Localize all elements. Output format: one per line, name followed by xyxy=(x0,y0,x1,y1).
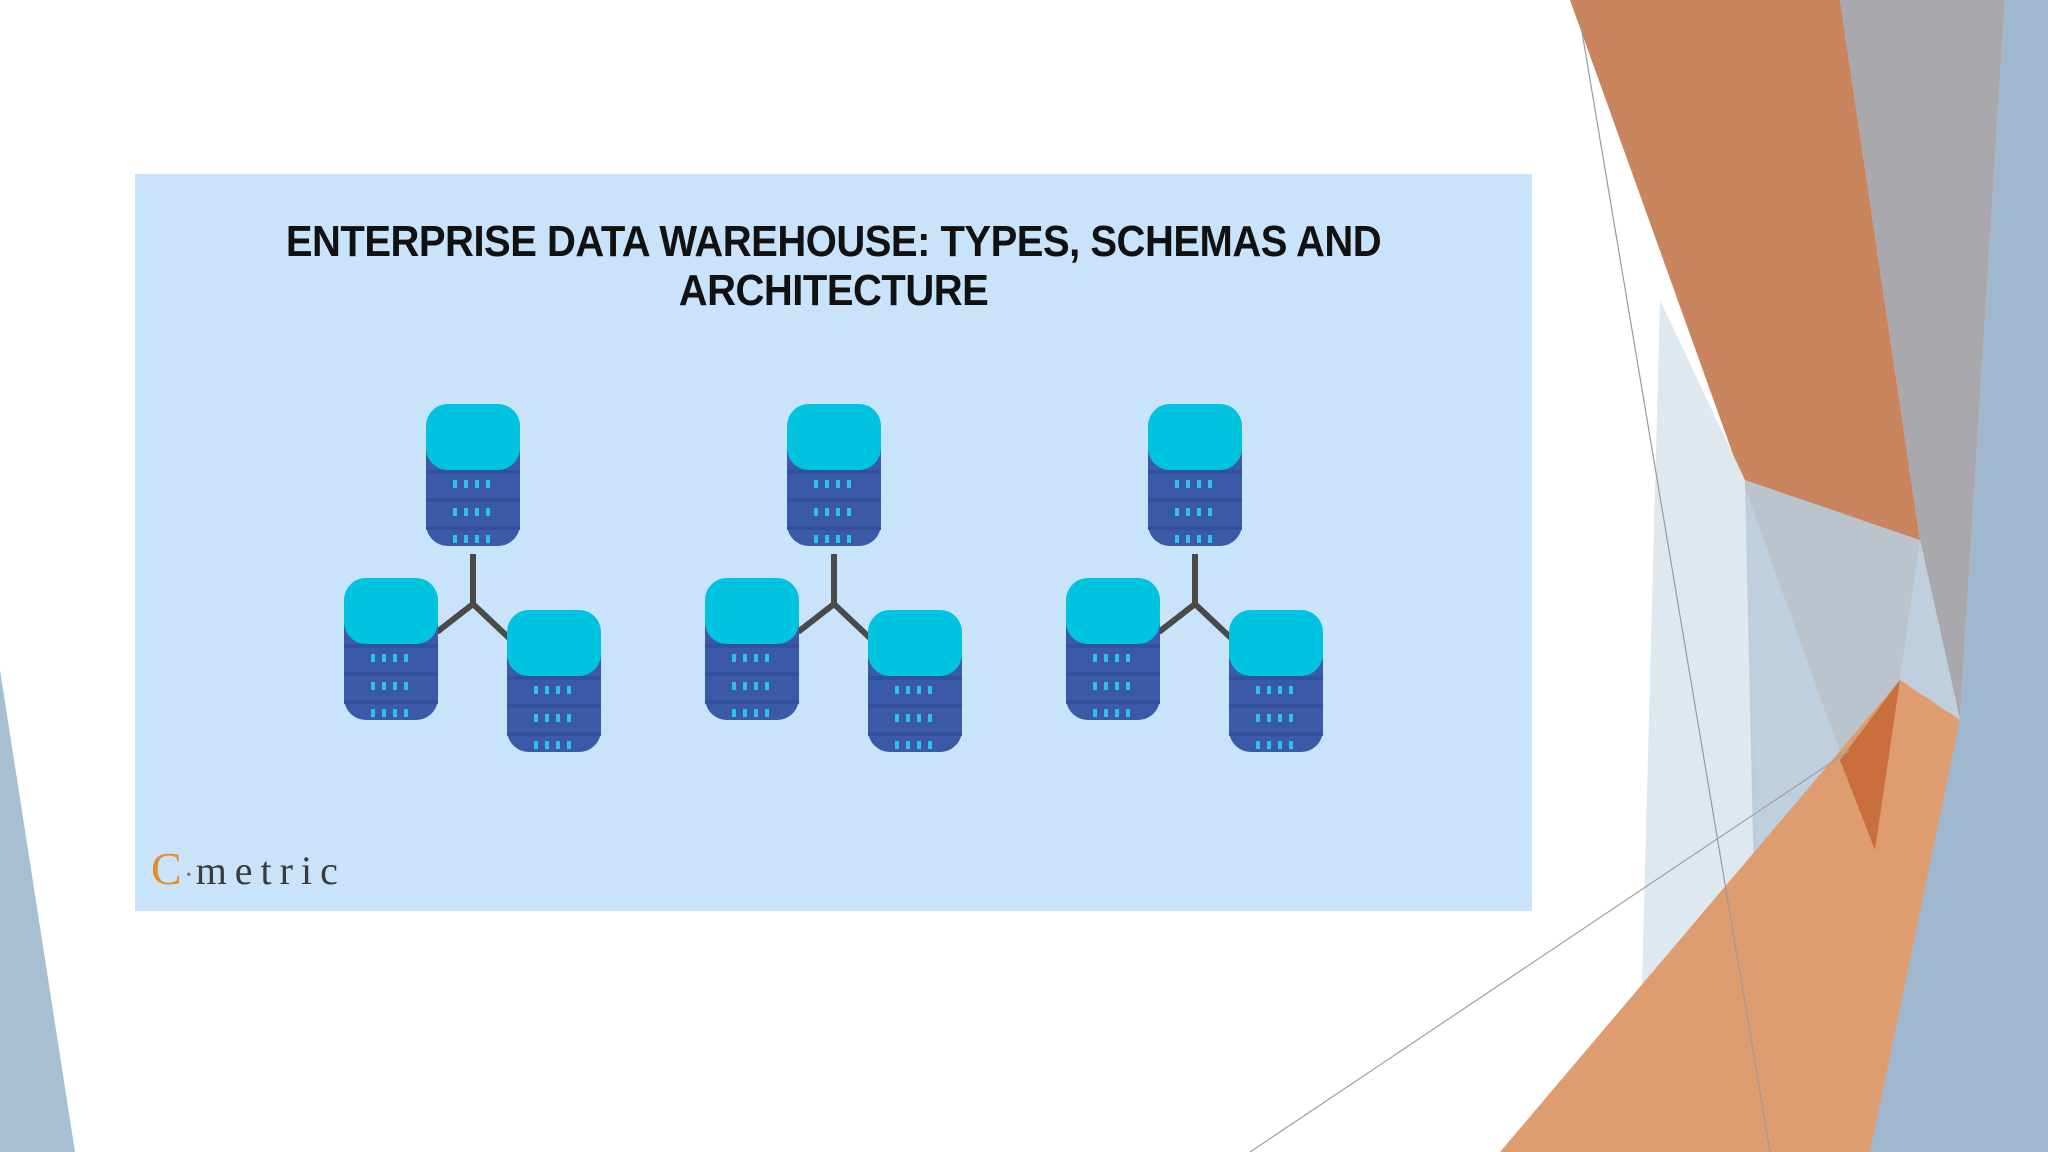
database-diagram xyxy=(135,174,1532,911)
logo-initial: C xyxy=(151,843,182,894)
database-cluster-icon xyxy=(344,404,601,752)
logo-separator: · xyxy=(184,858,194,891)
cmetric-logo: C·metric xyxy=(151,844,346,894)
article-banner: ENTERPRISE DATA WAREHOUSE: TYPES, SCHEMA… xyxy=(135,174,1532,911)
logo-wordmark: metric xyxy=(196,848,346,893)
database-cluster-icon xyxy=(1066,404,1323,752)
left-blue-facet xyxy=(0,670,75,1152)
database-cluster-icon xyxy=(705,404,962,752)
